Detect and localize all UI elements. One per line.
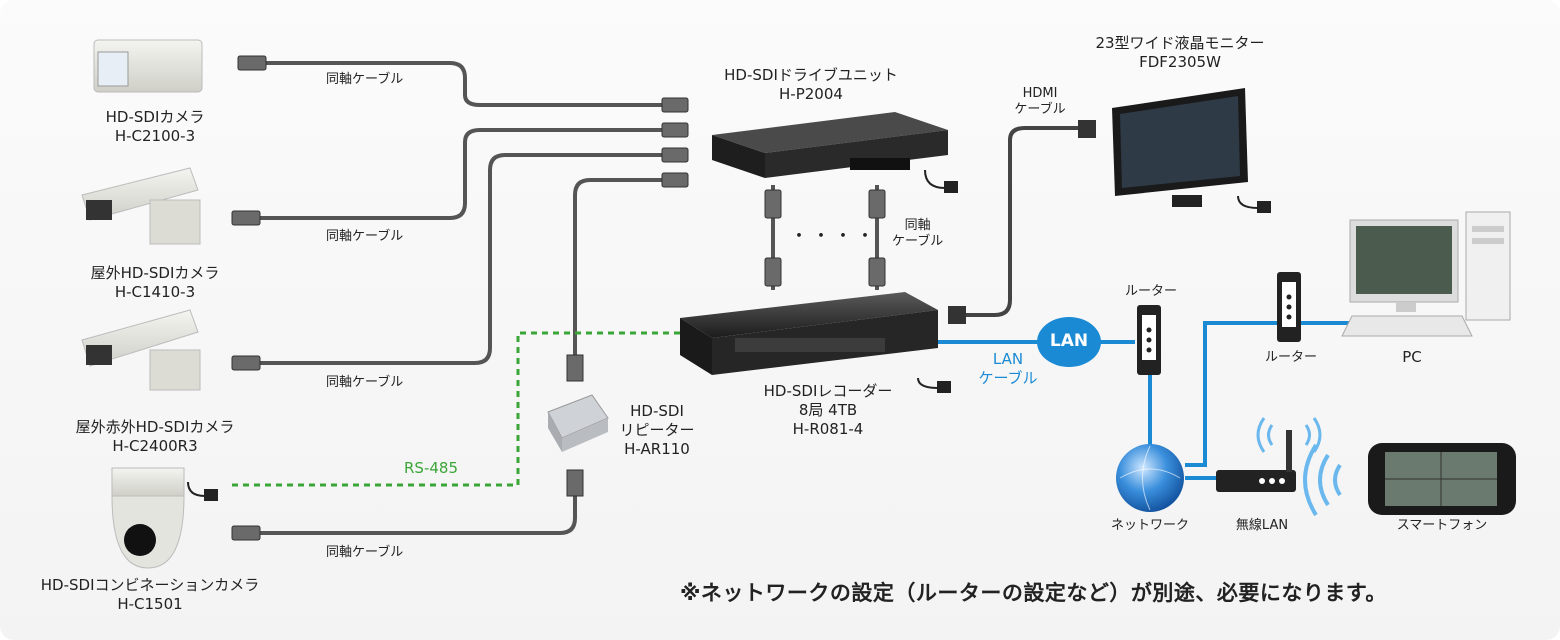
router-top-label: ルーター [1124,284,1177,299]
repeater-device [547,354,609,497]
camera-2-device [81,167,201,245]
camera-3-device [81,309,201,391]
recorder-spec: 8局 4TB [798,400,858,419]
drive-unit-device [712,112,948,178]
camera-1-model: H-C2100-3 [114,126,196,145]
drive-unit-model: H-P2004 [779,84,843,103]
camera-4-model: H-C1501 [117,594,183,613]
repeater-model: H-AR110 [624,439,690,458]
router-right-device [1277,272,1301,342]
lan-badge-shape [1037,317,1101,367]
lan-cable-line2: ケーブル [978,368,1038,387]
bnc-connectors-cameras [231,55,267,541]
repeater-line2: リピーター [619,420,695,439]
hdmi-label: HDMI ケーブル [1010,86,1070,119]
monitor-name: 23型ワイド液晶モニター [1095,34,1265,52]
router-right-label: ルーター [1264,350,1317,365]
monitor-model: FDF2305W [1139,52,1221,71]
cable-label-2: 同軸ケーブル [326,229,404,244]
wireless-label: 無線LAN [1235,518,1289,533]
camera-1-name: HD-SDIカメラ [105,108,205,126]
pc-label: PC [1402,348,1422,366]
recorder-model: H-R081-4 [792,419,864,438]
camera-4-label: HD-SDIコンビネーションカメラ H-C1501 [20,576,280,614]
hdmi-line1: HDMI [1022,86,1058,101]
camera-4-name: HD-SDIコンビネーションカメラ [40,576,260,594]
repeater-label: HD-SDI リピーター H-AR110 [612,402,702,458]
lan-cable-label: LAN ケーブル [968,350,1048,388]
network-setup-note: ※ネットワークの設定（ルーターの設定など）が別途、必要になります。 [680,581,1387,605]
rs485-line [232,331,680,487]
bnc-connectors-drive-unit [661,97,689,188]
coax-cable-repeater-in [573,178,670,355]
power-plug-icons [187,169,1271,501]
coax-cable-camera-2 [258,128,670,220]
lan-badge: LAN [1049,331,1089,351]
smartphone-label: スマートフォン [1396,518,1488,533]
recorder-label: HD-SDIレコーダー 8局 4TB H-R081-4 [728,382,928,438]
wireless-lan-device [1216,417,1322,492]
camera-2-model: H-C1410-3 [114,282,196,301]
camera-1-label: HD-SDIカメラ H-C2100-3 [70,108,240,146]
cable-label-1: 同軸ケーブル [326,72,404,87]
drive-unit-name: HD-SDIドライブユニット [724,66,898,84]
smartphone-device [1368,443,1516,515]
hdmi-cable [950,126,1085,317]
camera-3-name: 屋外赤外HD-SDIカメラ [75,418,235,436]
coax-cable-camera-1 [265,61,670,107]
drive-unit-label: HD-SDIドライブユニット H-P2004 [706,66,916,104]
network-globe-icon [1116,444,1184,512]
pc-device [1341,211,1511,337]
camera-2-label: 屋外HD-SDIカメラ H-C1410-3 [60,264,250,302]
lan-cables [938,321,1360,480]
coax-center-line1: 同軸 [904,218,931,233]
coax-cable-camera-3 [258,153,670,365]
coax-center-label: 同軸 ケーブル [892,218,943,251]
wifi-signal-icon [1303,443,1342,517]
coax-dots: ・・・・ [790,226,878,247]
rs485-label: RS-485 [404,459,458,477]
camera-2-name: 屋外HD-SDIカメラ [90,264,220,282]
camera-1-device [93,39,203,93]
network-label: ネットワーク [1110,518,1189,533]
cable-label-3: 同軸ケーブル [326,375,404,390]
monitor-label: 23型ワイド液晶モニター FDF2305W [1080,34,1280,72]
monitor-device [1112,88,1248,207]
recorder-device [680,292,938,375]
router-top-device [1137,305,1161,375]
repeater-line1: HD-SDI [630,402,684,420]
hdmi-line2: ケーブル [1014,102,1066,118]
camera-4-device [111,467,185,569]
coax-cable-camera-4 [258,495,577,535]
lan-cable-line1: LAN [992,350,1024,368]
cable-label-4: 同軸ケーブル [326,545,404,560]
camera-3-label: 屋外赤外HD-SDIカメラ H-C2400R3 [45,418,265,456]
coax-center-line2: ケーブル [892,234,944,250]
recorder-name: HD-SDIレコーダー [763,382,893,400]
camera-3-model: H-C2400R3 [112,436,198,455]
